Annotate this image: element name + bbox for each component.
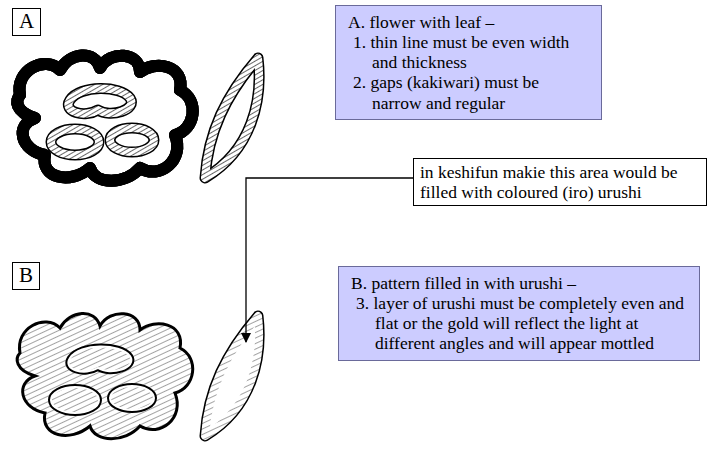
note-text: in keshifun makie this area would be fil… bbox=[420, 162, 700, 202]
note-text: B bbox=[19, 264, 33, 287]
note-text: A bbox=[19, 10, 34, 33]
callout-box: in keshifun makie this area would be fil… bbox=[413, 158, 707, 206]
note-box: A. flower with leaf –1. thin line must b… bbox=[335, 5, 602, 120]
note-item: 2. gaps (kakiwari) must be narrow and re… bbox=[348, 72, 591, 112]
note-box: B. pattern filled in with urushi –3. lay… bbox=[338, 266, 700, 361]
figure-letter: B bbox=[12, 262, 40, 290]
note-item: 1. thin line must be even width and thic… bbox=[348, 32, 591, 72]
note-item: 3. layer of urushi must be completely ev… bbox=[351, 293, 689, 353]
flower-outline bbox=[17, 55, 259, 180]
note-text: B. pattern filled in with urushi – bbox=[351, 273, 689, 293]
flower-filled bbox=[17, 313, 259, 438]
figure-letter: A bbox=[12, 8, 41, 36]
note-text: A. flower with leaf – bbox=[348, 12, 591, 32]
